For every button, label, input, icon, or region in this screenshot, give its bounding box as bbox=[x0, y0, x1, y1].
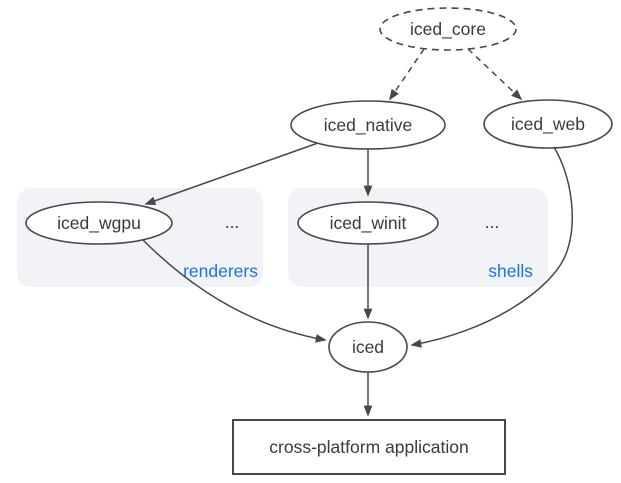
edge-iced-wgpu-to-iced bbox=[142, 239, 327, 343]
node-iced-core: iced_core bbox=[379, 7, 517, 51]
iced-winit-label: iced_winit bbox=[330, 213, 407, 234]
node-application: cross-platform application bbox=[232, 419, 506, 475]
iced-label: iced bbox=[352, 337, 384, 357]
renderers-group-label: renderers bbox=[183, 261, 258, 281]
edges bbox=[142, 48, 573, 417]
shells-group-label: shells bbox=[488, 261, 533, 281]
iced-web-ellipse bbox=[483, 99, 613, 149]
iced-wgpu-ellipse bbox=[25, 201, 173, 245]
edge-iced-web-to-iced bbox=[410, 146, 573, 348]
node-iced-winit: iced_winit bbox=[297, 201, 439, 245]
iced-web-label: iced_web bbox=[511, 114, 585, 135]
edge-iced-core-to-iced-native bbox=[389, 48, 425, 101]
node-iced-wgpu: iced_wgpu bbox=[25, 201, 173, 245]
application-label: cross-platform application bbox=[269, 437, 468, 457]
iced-native-label: iced_native bbox=[324, 115, 413, 136]
edge-iced-core-to-iced-web bbox=[467, 48, 523, 101]
application-rect bbox=[232, 419, 506, 475]
iced-wgpu-label: iced_wgpu bbox=[57, 213, 141, 234]
edge-iced-native-to-iced-wgpu bbox=[144, 142, 319, 206]
shells-ellipsis: ... bbox=[485, 212, 500, 232]
iced-core-ellipse bbox=[379, 7, 517, 51]
node-iced-web: iced_web bbox=[483, 99, 613, 149]
node-iced: iced bbox=[328, 321, 408, 373]
node-iced-native: iced_native bbox=[290, 100, 446, 150]
renderers-ellipsis: ... bbox=[225, 212, 240, 232]
iced-core-label: iced_core bbox=[410, 19, 486, 40]
